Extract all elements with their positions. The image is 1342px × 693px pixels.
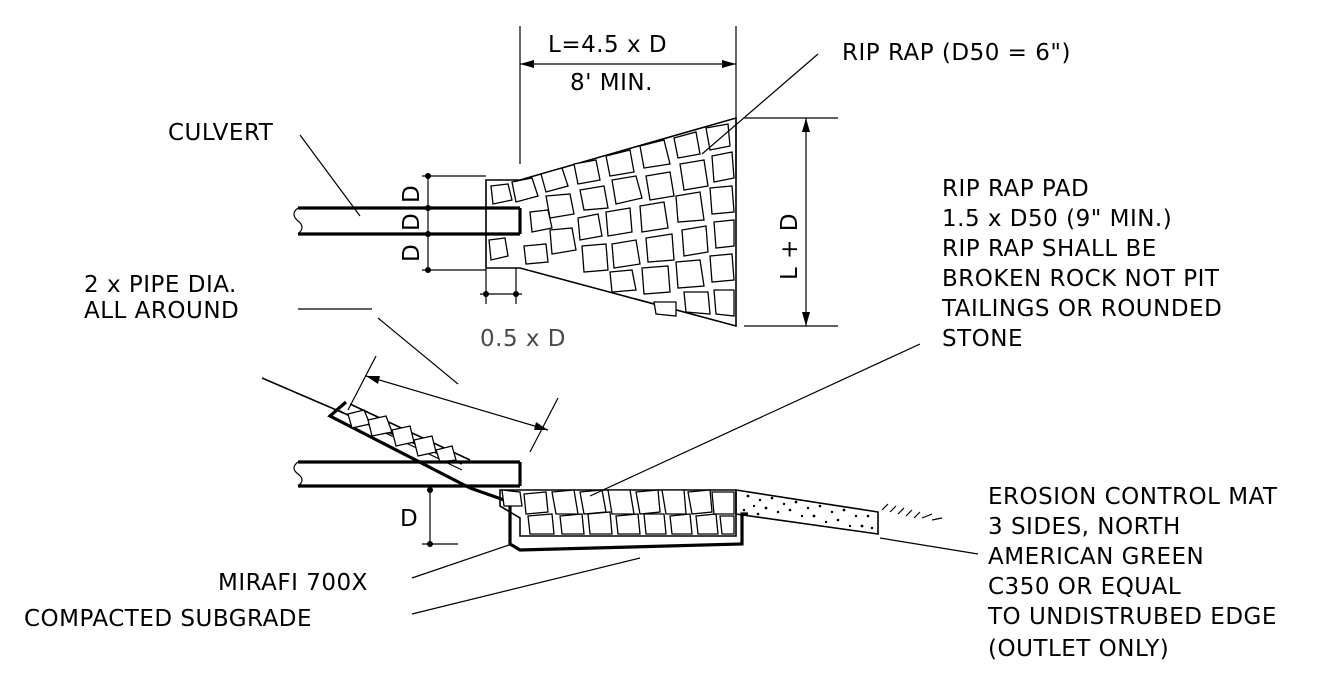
riprap-pad-leader: [589, 343, 921, 497]
culvert-pipe-plan: [293, 206, 522, 236]
label-culvert: CULVERT: [168, 120, 274, 146]
label-pad-2: 1.5 x D50 (9" MIN.): [942, 206, 1172, 232]
label-d-section: D: [400, 506, 418, 532]
riprap-rocks-slope: [347, 409, 457, 463]
label-l-plus-d: L + D: [777, 213, 803, 280]
mirafi-leader: [411, 543, 513, 579]
label-d-bot: D: [399, 244, 425, 262]
label-pad-1: RIP RAP PAD: [942, 176, 1089, 202]
dimension-d-stack-left: [422, 173, 486, 273]
label-pad-5: TAILINGS OR ROUNDED: [941, 296, 1222, 322]
label-length: L=4.5 x D: [548, 32, 667, 58]
section-view: [261, 308, 979, 615]
section-upper-slope: [261, 377, 471, 490]
label-riprap-d50: RIP RAP (D50 = 6"): [842, 40, 1071, 66]
label-pad-3: RIP RAP SHALL BE: [942, 236, 1157, 262]
culvert-pipe-section: [293, 460, 522, 488]
label-pad-4: BROKEN ROCK NOT PIT: [942, 266, 1220, 292]
label-mat-3: AMERICAN GREEN: [988, 544, 1204, 570]
label-mat-2: 3 SIDES, NORTH: [988, 514, 1181, 540]
dimension-pipe-dia-angled: [347, 317, 559, 453]
riprap-rocks-plan: [488, 123, 735, 317]
label-d-top: D: [399, 185, 425, 203]
subgrade-leader: [411, 557, 641, 615]
erosion-control-mat: [735, 489, 943, 535]
label-pipe-dia-1: 2 x PIPE DIA.: [84, 272, 237, 298]
label-mirafi: MIRAFI 700X: [218, 570, 368, 596]
riprap-d50-leader: [701, 53, 819, 155]
dimension-length-top: [519, 26, 737, 180]
label-pipe-dia-2: ALL AROUND: [84, 298, 239, 324]
label-mat-1: EROSION CONTROL MAT: [988, 484, 1278, 510]
label-mat-4: C350 OR EQUAL: [988, 574, 1181, 600]
culvert-leader: [299, 134, 361, 217]
dimension-width-right: [744, 117, 838, 327]
plan-view: [293, 26, 838, 328]
label-half-d: 0.5 x D: [480, 326, 566, 352]
dimension-half-d: [480, 268, 522, 304]
dimension-d-section: [422, 486, 458, 547]
label-mat-6: (OUTLET ONLY): [988, 636, 1169, 662]
mat-leader: [879, 537, 979, 555]
label-8ft-min: 8' MIN.: [570, 70, 653, 96]
riprap-pad-section: [469, 486, 748, 552]
label-subgrade: COMPACTED SUBGRADE: [24, 606, 312, 632]
label-pad-6: STONE: [942, 326, 1023, 352]
label-d-mid: D: [399, 213, 425, 231]
label-mat-5: TO UNDISTRUBED EDGE: [987, 604, 1277, 630]
